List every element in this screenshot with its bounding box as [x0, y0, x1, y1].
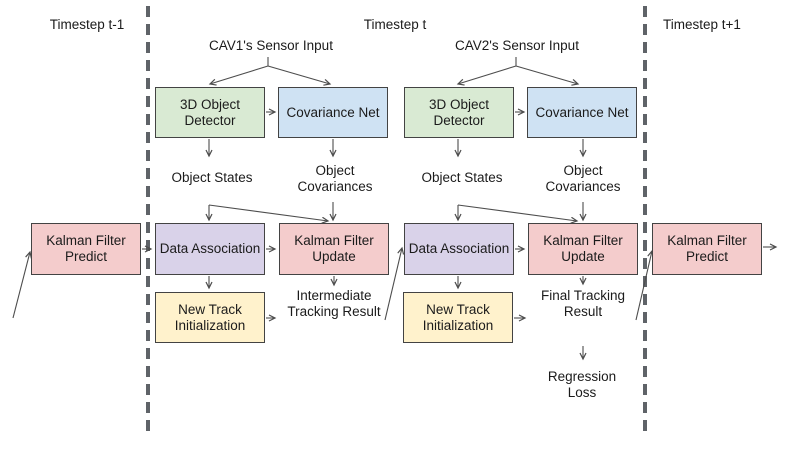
intermediate-result-label: Intermediate Tracking Result	[287, 288, 381, 319]
arrow-final-to-predict-next	[635, 251, 652, 321]
cav1-kalman-update-box: Kalman Filter Update	[279, 223, 389, 275]
cav2-new-track-box: New Track Initialization	[403, 292, 513, 343]
cav2-object-detector-box: 3D Object Detector	[404, 87, 514, 138]
arrow-cav1-input-to-covnet	[267, 65, 330, 84]
arrow-intermediate-to-association2	[384, 248, 402, 321]
cav1-object-detector-box: 3D Object Detector	[155, 87, 265, 138]
cav2-sensor-input-label: CAV2's Sensor Input	[455, 38, 579, 53]
timestep-prev-label: Timestep t-1	[49, 17, 125, 32]
arrow-states2-to-update2	[457, 204, 577, 221]
cav2-covariance-net-box: Covariance Net	[527, 87, 637, 138]
final-result-label: Final Tracking Result	[540, 288, 626, 319]
kalman-predict-prev-box: Kalman Filter Predict	[31, 223, 141, 275]
arrow-cav2-input-to-covnet	[515, 65, 578, 84]
cav2-object-states-label: Object States	[421, 170, 503, 185]
cav1-covariance-net-box: Covariance Net	[278, 87, 388, 138]
cav1-object-states-label: Object States	[171, 170, 253, 185]
cav1-data-association-box: Data Association	[155, 223, 265, 275]
timestep-current-label: Timestep t	[363, 17, 427, 32]
arrow-states1-to-update1	[208, 204, 328, 221]
arrow-cav2-input-to-detector	[458, 65, 517, 84]
arrow-cav1-input-to-detector	[210, 65, 269, 84]
cav2-object-covariances-label: Object Covariances	[545, 163, 621, 194]
cav2-kalman-update-box: Kalman Filter Update	[528, 223, 638, 275]
cav1-new-track-box: New Track Initialization	[155, 292, 265, 343]
cav2-data-association-box: Data Association	[404, 223, 514, 275]
kalman-predict-next-box: Kalman Filter Predict	[652, 223, 762, 275]
cav1-sensor-input-label: CAV1's Sensor Input	[209, 38, 333, 53]
regression-loss-label: Regression Loss	[547, 369, 617, 400]
cav1-object-covariances-label: Object Covariances	[297, 163, 373, 194]
arrow-previous-result-to-predict-prev	[12, 252, 30, 319]
timestep-next-label: Timestep t+1	[663, 17, 741, 32]
